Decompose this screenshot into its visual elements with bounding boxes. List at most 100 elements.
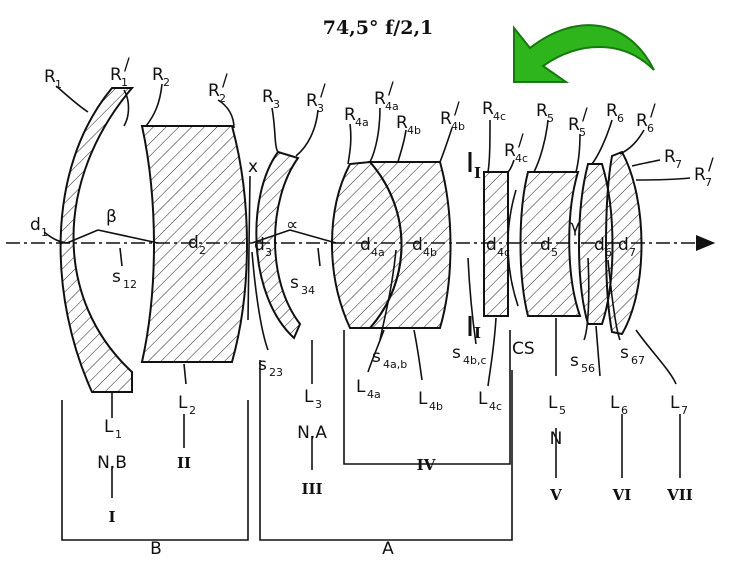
lens-l5 — [519, 171, 582, 317]
group-a-label: A — [382, 539, 394, 559]
prime-mark: / — [124, 55, 130, 75]
radius-label-0-sub: 1 — [55, 78, 62, 91]
lens-label-5-main: L — [478, 389, 488, 409]
spacing-label-3-main: s — [372, 347, 381, 367]
thickness-label-8-sub: 7 — [629, 246, 636, 259]
lens-label-0-sub: 1 — [115, 428, 122, 441]
radius-label-2-main: R — [152, 65, 164, 85]
thickness-label-0-sub: 1 — [41, 226, 48, 239]
lens-label-7-sub: 6 — [621, 404, 628, 417]
roman-iii: III — [301, 480, 322, 498]
radius-label-16-main: R — [664, 147, 676, 167]
spacing-label-5-sub: 56 — [581, 362, 595, 375]
glass-l1: N,B — [97, 453, 127, 473]
radius-label-14-main: R — [606, 101, 618, 121]
prime-mark: / — [454, 99, 460, 119]
spacing-label-2-sub: 34 — [301, 284, 315, 297]
cs-curve — [507, 189, 519, 307]
radius-label-17-main: R — [694, 165, 706, 185]
roman-vii: VII — [666, 486, 693, 504]
prime-mark: / — [582, 105, 588, 125]
spacing-label-5-main: s — [570, 351, 579, 371]
radius-label-3-main: R — [208, 81, 220, 101]
roman-v: V — [549, 486, 562, 504]
prime-mark: / — [650, 101, 656, 121]
lens-label-4-sub: 4b — [429, 400, 443, 413]
lens-label-5-sub: 4c — [489, 400, 502, 413]
spacing-label-6-main: s — [620, 343, 629, 363]
radius-label-7-sub: 4a — [385, 100, 399, 113]
radius-label-4-sub: 3 — [273, 98, 280, 111]
angle-gamma: γ — [570, 217, 580, 237]
radius-label-1-sub: 1 — [121, 76, 128, 89]
aperture-x-mark: x — [248, 157, 258, 177]
lens-l7 — [605, 150, 643, 336]
radius-label-5-main: R — [306, 91, 318, 111]
glass-l5: N — [550, 429, 563, 449]
radius-label-6-sub: 4a — [355, 116, 369, 129]
lens-label-8-sub: 7 — [681, 404, 688, 417]
lens-label-1-sub: 2 — [189, 404, 196, 417]
angle-alpha: ∝ — [286, 215, 298, 235]
radius-label-17-sub: 7 — [705, 176, 712, 189]
radius-label-13-main: R — [568, 115, 580, 135]
lens-label-6-sub: 5 — [559, 404, 566, 417]
radius-label-13-sub: 5 — [579, 126, 586, 139]
thickness-label-0-main: d — [30, 215, 41, 235]
radius-label-15-main: R — [636, 111, 648, 131]
prime-mark: / — [222, 71, 228, 91]
lens-label-0-main: L — [104, 417, 114, 437]
radius-label-16-sub: 7 — [675, 158, 682, 171]
lens-label-3-main: L — [356, 377, 366, 397]
lens-label-7-main: L — [610, 393, 620, 413]
radius-label-9-main: R — [440, 109, 452, 129]
roman-iv: IV — [417, 456, 436, 474]
radius-label-1-main: R — [110, 65, 122, 85]
thickness-label-6-main: d — [540, 235, 551, 255]
angle-beta: β — [106, 207, 117, 227]
thickness-label-7-main: d — [594, 235, 605, 255]
radius-label-11-sub: 4c — [515, 152, 528, 165]
lens-l1 — [59, 87, 135, 393]
group-a-bracket — [259, 360, 513, 541]
roman-i: I — [108, 508, 115, 526]
thickness-label-5-main: d — [486, 235, 497, 255]
aperture-mark-bottom: I — [474, 324, 481, 342]
lens-label-3-sub: 4a — [367, 388, 381, 401]
aperture-mark-top: I — [474, 164, 481, 182]
lens-label-2-main: L — [304, 387, 314, 407]
spacing-label-3-sub: 4a,b — [383, 358, 407, 371]
radius-label-5-sub: 3 — [317, 102, 324, 115]
thickness-label-5-sub: 4c — [497, 246, 510, 259]
roman-vi: VI — [612, 486, 632, 504]
radius-label-8-main: R — [396, 113, 408, 133]
prime-mark: / — [518, 131, 524, 151]
thickness-label-1-main: d — [188, 233, 199, 253]
thickness-label-3-sub: 4a — [371, 246, 385, 259]
radius-label-3-sub: 2 — [219, 92, 226, 105]
diagram-title: 74,5° f/2,1 — [323, 17, 434, 39]
thickness-label-3-main: d — [360, 235, 371, 255]
green-curved-arrow-icon — [513, 24, 655, 83]
thickness-label-2-main: d — [254, 235, 265, 255]
radius-label-14-sub: 6 — [617, 112, 624, 125]
lens-l4b — [367, 161, 452, 329]
thickness-label-8-main: d — [618, 235, 629, 255]
spacing-label-0-main: s — [112, 267, 121, 287]
spacing-label-1-sub: 23 — [269, 366, 283, 379]
spacing-label-6-sub: 67 — [631, 354, 645, 367]
thickness-label-1-sub: 2 — [199, 244, 206, 257]
radius-label-12-main: R — [536, 101, 548, 121]
radius-label-9-sub: 4b — [451, 120, 465, 133]
radius-label-12-sub: 5 — [547, 112, 554, 125]
lens-label-6-main: L — [548, 393, 558, 413]
radius-label-10-main: R — [482, 99, 494, 119]
lens-label-4-main: L — [418, 389, 428, 409]
thickness-label-2-sub: 3 — [265, 246, 272, 259]
lens-l3 — [255, 150, 302, 340]
spacing-label-2-main: s — [290, 273, 299, 293]
prime-mark: / — [320, 81, 326, 101]
radius-label-7-main: R — [374, 89, 386, 109]
lens-label-1-main: L — [178, 393, 188, 413]
